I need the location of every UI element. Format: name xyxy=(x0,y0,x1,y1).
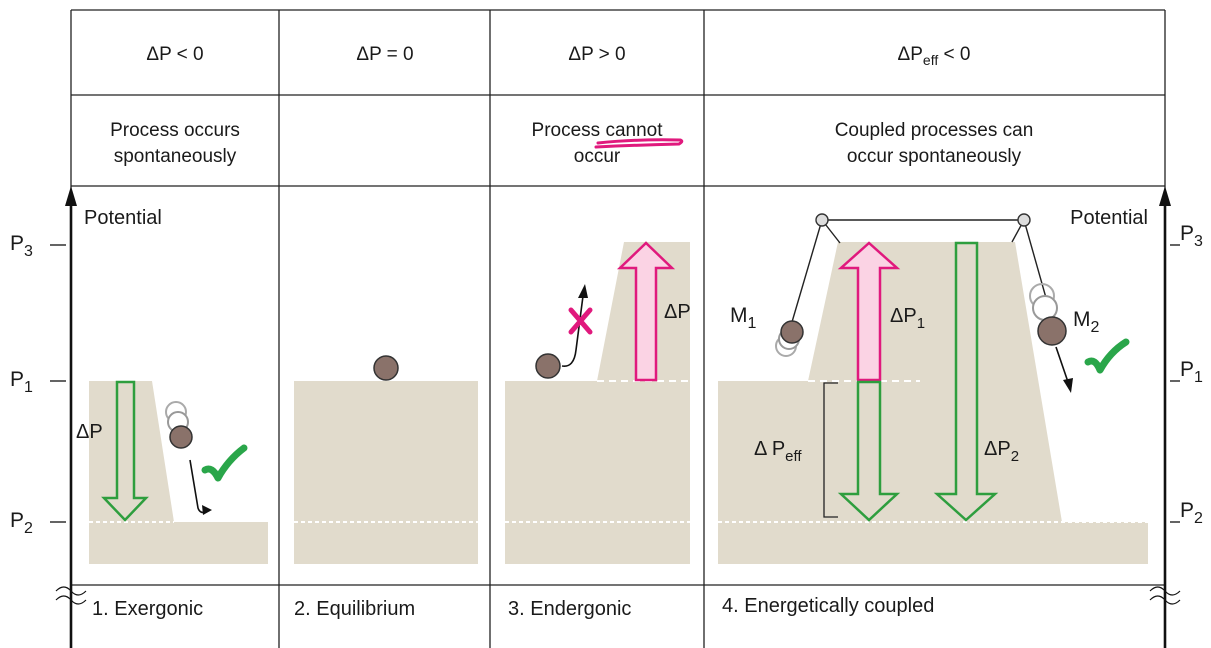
cannot-underline xyxy=(594,138,684,149)
potential-label-left: Potential xyxy=(84,207,162,229)
dp-label-endergonic: ΔP xyxy=(664,301,691,323)
check-icon-1 xyxy=(201,444,248,482)
dp1-arrow-pink xyxy=(837,241,901,382)
panel-coupled: M1 M2 ΔP1 Δ Peff ΔP2 4. Energetically co… xyxy=(718,213,1148,617)
panel-label-exergonic: 1. Exergonic xyxy=(92,598,203,620)
dp-label-exergonic: ΔP xyxy=(76,421,103,443)
header-col2: ΔP = 0 xyxy=(356,44,413,65)
pulley-right xyxy=(1017,213,1031,227)
rolling-ball-1 xyxy=(165,401,193,449)
header-col3: ΔP > 0 xyxy=(568,44,625,65)
desc-col1-line2: spontaneously xyxy=(114,146,237,167)
panel-endergonic: ΔP 3. Endergonic xyxy=(505,241,691,620)
dp-arrow-pink xyxy=(616,241,676,382)
level-p2-left: P2 xyxy=(10,509,33,537)
cross-icon xyxy=(568,307,593,335)
dp-arrow-green xyxy=(101,380,149,522)
check-icon-2 xyxy=(1084,338,1130,374)
dp2-label: ΔP2 xyxy=(984,438,1019,465)
label-m2: M2 xyxy=(1073,308,1100,336)
header-col4: ΔPeff < 0 xyxy=(898,44,971,68)
panel-label-equilibrium: 2. Equilibrium xyxy=(294,598,415,620)
panel-label-coupled: 4. Energetically coupled xyxy=(722,595,934,617)
ball-equilibrium xyxy=(373,355,399,381)
ball-endergonic xyxy=(535,353,561,379)
label-m1: M1 xyxy=(730,304,757,332)
left-axis xyxy=(50,186,87,648)
panel-exergonic: ΔP 1. Exergonic xyxy=(76,380,268,620)
panel-equilibrium: 2. Equilibrium xyxy=(294,355,478,620)
dp2-arrow-green xyxy=(933,241,999,522)
desc-col1-line1: Process occurs xyxy=(110,120,240,141)
level-p1-left: P1 xyxy=(10,368,33,396)
ground-coupled xyxy=(718,242,1148,564)
desc-col4-line2: occur spontaneously xyxy=(847,146,1022,167)
level-p3-left: P3 xyxy=(10,232,33,260)
header-col1: ΔP < 0 xyxy=(146,44,203,65)
level-p2-right: P2 xyxy=(1180,499,1203,527)
desc-col3-line2: occur xyxy=(574,146,621,167)
mass-m1 xyxy=(775,320,804,357)
dpeff-bracket xyxy=(823,382,838,518)
panel-label-endergonic: 3. Endergonic xyxy=(508,598,631,620)
ground-endergonic xyxy=(505,242,690,564)
potential-label-right: Potential xyxy=(1070,207,1148,229)
mass-m2 xyxy=(1029,283,1067,346)
ground-equilibrium xyxy=(294,381,478,564)
dpeff-label: Δ Peff xyxy=(754,438,802,465)
right-axis xyxy=(1149,186,1181,648)
table-grid xyxy=(70,9,1166,648)
dpeff-arrow-green xyxy=(837,380,901,522)
pulley-left xyxy=(815,213,829,227)
dp1-label: ΔP1 xyxy=(890,305,925,332)
desc-col3-line1: Process cannot xyxy=(532,120,664,141)
level-p3-right: P3 xyxy=(1180,222,1203,250)
level-p1-right: P1 xyxy=(1180,358,1203,386)
desc-col4-line1: Coupled processes can xyxy=(835,120,1034,141)
